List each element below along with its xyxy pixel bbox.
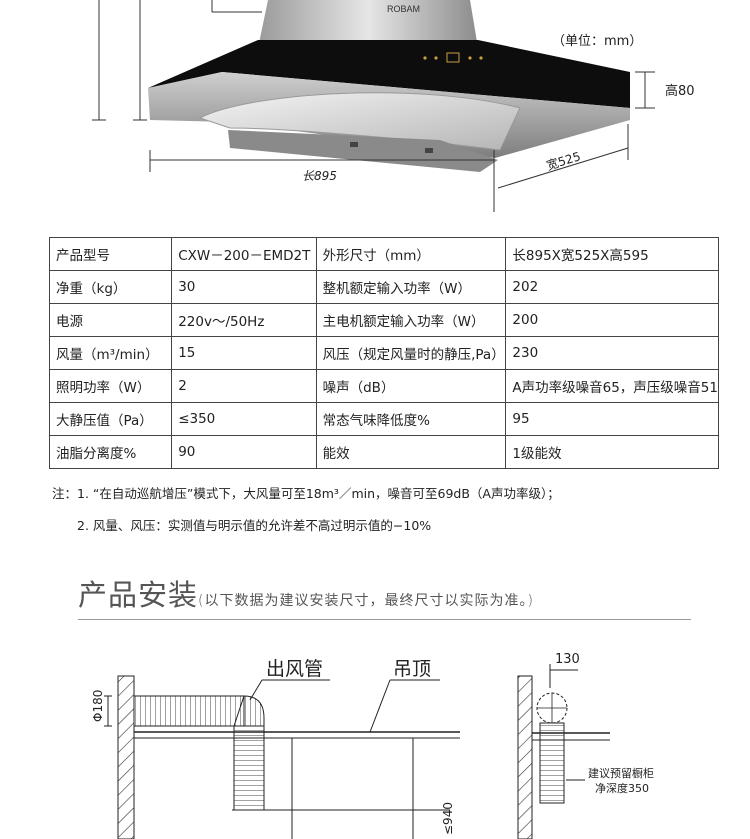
spec-label-cell: 主电机额定输入功率（W） xyxy=(315,303,507,337)
ceiling-label: 吊顶 xyxy=(393,658,431,680)
spec-value-cell: 202 xyxy=(505,270,719,304)
spec-value-cell: 90 xyxy=(171,435,317,469)
diameter-label: Φ180 xyxy=(91,690,105,722)
spec-label-cell: 产品型号 xyxy=(48,237,173,271)
right-wall xyxy=(517,675,533,839)
spec-label-cell: 净重（kg） xyxy=(48,270,173,304)
spec-label-cell: 油脂分离度% xyxy=(48,435,173,469)
cabinet-depth-label: 净深度350 xyxy=(595,781,649,795)
spec-label-cell: 能效 xyxy=(315,435,507,469)
install-subtitle: (以下数据为建议安装尺寸，最终尺寸以实际为准。) xyxy=(198,593,534,609)
spec-label-cell: 照明功率（W） xyxy=(48,369,173,403)
left-wall xyxy=(117,675,135,839)
range-hood-illustration: ROBAM 高80 长895 宽525 xyxy=(92,0,695,212)
spec-value-cell: 15 xyxy=(171,336,317,370)
spec-value-cell: 230 xyxy=(505,336,719,370)
hood-tray xyxy=(228,130,498,172)
spec-label-cell: 风压（规定风量时的静压,Pa） xyxy=(315,336,507,370)
install-divider xyxy=(78,619,691,620)
unit-label: （单位：mm） xyxy=(552,34,643,49)
install-section-title: 产品安装(以下数据为建议安装尺寸，最终尺寸以实际为准。) xyxy=(78,572,534,614)
spec-value-cell: 2 xyxy=(171,369,317,403)
brand-logo: ROBAM xyxy=(387,4,420,14)
spec-label-cell: 整机额定输入功率（W） xyxy=(315,270,507,304)
spec-label-cell: 风量（m³/min） xyxy=(48,336,173,370)
depth-130-label: 130 xyxy=(555,652,580,667)
spec-value-cell: 30 xyxy=(171,270,317,304)
right-duct-vertical xyxy=(539,722,565,804)
note-line-1: 注：1. “在自动巡航增压”模式下，大风量可至18m³／min，噪音可至69dB… xyxy=(52,486,560,501)
height-940-label: ≤940 xyxy=(441,802,455,835)
spec-value-cell: CXW－200－EMD2T xyxy=(171,237,317,271)
width-label: 宽525 xyxy=(544,148,582,173)
spec-value-cell: 220v～/50Hz xyxy=(171,303,317,337)
outlet-duct-vertical xyxy=(233,725,265,811)
hood-control-panel xyxy=(423,52,483,63)
install-diagram: 出风管 吊顶 Φ180 ≤940 130 建议预留橱柜 净深度350 xyxy=(91,652,654,839)
spec-label-cell: 大静压值（Pa） xyxy=(48,402,173,436)
length-label: 长895 xyxy=(302,169,337,183)
spec-value-cell: ≤350 xyxy=(171,402,317,436)
spec-value-cell: 1级能效 xyxy=(505,435,719,469)
spec-value-cell: 95 xyxy=(505,402,719,436)
outlet-duct-elbow xyxy=(233,695,265,727)
spec-label-cell: 常态气味降低度% xyxy=(315,402,507,436)
spec-label-cell: 外形尺寸（mm） xyxy=(315,237,507,271)
install-title: 产品安装 xyxy=(78,578,199,612)
height-label: 高80 xyxy=(665,83,695,99)
spec-value-cell: A声功率级噪音65，声压级噪音51 xyxy=(505,369,719,403)
hood-chimney xyxy=(258,0,478,48)
outlet-duct-label: 出风管 xyxy=(266,658,323,680)
dimension-lines xyxy=(92,0,655,212)
outlet-duct-horizontal xyxy=(133,695,245,727)
spec-value-cell: 200 xyxy=(505,303,719,337)
note-line-2: 2. 风量、风压：实测值与明示值的允许差不高过明示值的−10% xyxy=(77,518,432,533)
spec-value-cell: 长895X宽525X高595 xyxy=(505,237,719,271)
cabinet-label: 建议预留橱柜 xyxy=(588,766,654,780)
hood-curved-panel xyxy=(198,92,521,151)
leader-lines xyxy=(104,679,450,839)
hood-glass-panel xyxy=(148,40,630,108)
spec-label-cell: 电源 xyxy=(48,303,173,337)
spec-label-cell: 噪声（dB） xyxy=(315,369,507,403)
